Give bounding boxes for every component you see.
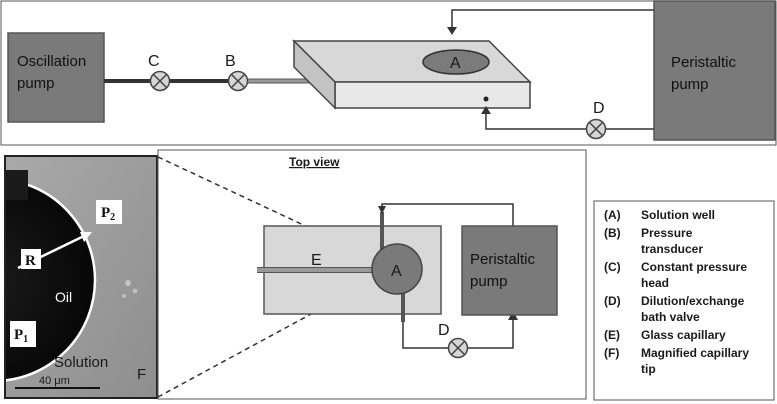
top-view-panel: Top view E A D Peristaltic pump	[157, 149, 587, 400]
oscillation-pump-box	[7, 32, 105, 123]
outlet-port	[483, 96, 489, 102]
valve-b: B	[225, 53, 249, 92]
peristaltic-pump-top-view-label-2: pump	[470, 273, 508, 290]
legend-text: bath valve	[641, 310, 700, 324]
valve-d-top-view-label: D	[438, 322, 450, 339]
radius-arrow	[80, 232, 92, 242]
solution-label: Solution	[54, 354, 108, 371]
magnified-tip-label: F	[137, 366, 146, 383]
legend-key: (E)	[604, 328, 620, 342]
oscillation-pump-label-1: Oscillation	[17, 53, 86, 70]
peristaltic-pump-box	[653, 0, 776, 141]
legend-key: (F)	[604, 346, 619, 360]
peristaltic-pump-label-2: pump	[671, 76, 709, 93]
legend-text: Magnified capillary	[641, 346, 749, 360]
valve-d-label: D	[593, 100, 605, 117]
legend-key: (A)	[604, 208, 621, 222]
top-view-flow-in-arrow	[378, 206, 386, 214]
outlet-tube	[401, 285, 405, 322]
top-view-title: Top view	[289, 155, 340, 169]
solution-well	[371, 243, 423, 295]
bath-side	[293, 39, 336, 110]
legend-key: (C)	[604, 260, 621, 274]
top-frame	[0, 0, 777, 146]
capillary-shadow	[6, 170, 28, 200]
legend-text: Pressure	[641, 226, 693, 240]
peristaltic-pump-top-view-label-1: Peristaltic	[470, 251, 536, 268]
legend-text: Solution well	[641, 208, 715, 222]
flow-out-line	[485, 114, 586, 130]
valve-c: C	[148, 53, 171, 92]
p1-subscript: 1	[23, 334, 28, 345]
bath-front	[334, 81, 531, 109]
scale-label: 40 μm	[39, 375, 70, 387]
capillary-label: E	[311, 252, 322, 269]
p1-badge	[10, 321, 36, 347]
legend-text: head	[641, 276, 669, 290]
zoom-line-upper	[157, 156, 373, 258]
legend: (A) Solution well (B) Pressure transducer (C)…	[593, 200, 775, 401]
peristaltic-pump-label-1: Peristaltic	[671, 54, 737, 71]
p2-badge	[96, 200, 122, 224]
inlet-tube	[380, 212, 384, 252]
valve-b-label: B	[225, 53, 236, 70]
flow-in-arrow	[447, 27, 457, 35]
p1-label: P	[14, 327, 23, 343]
well-label-top: A	[450, 55, 461, 72]
top-setup: Oscillation pump C B A	[0, 0, 777, 146]
svg-text:P1: P1	[14, 327, 28, 345]
radius-badge	[21, 249, 41, 269]
legend-key: (B)	[604, 226, 621, 240]
valve-d-top: D	[585, 100, 607, 140]
flow-out-arrow	[481, 106, 491, 114]
legend-key: (D)	[604, 294, 621, 308]
top-view-flow-in	[381, 203, 514, 226]
svg-text:P2: P2	[101, 205, 115, 223]
legend-text: Constant pressure	[641, 260, 747, 274]
valve-c-label: C	[148, 53, 160, 70]
flow-in-line	[451, 9, 654, 27]
oscillation-pump-label-2: pump	[17, 75, 55, 92]
p2-subscript: 2	[110, 212, 115, 223]
legend-text: tip	[641, 362, 656, 376]
legend-text: transducer	[641, 242, 703, 256]
radius-label: R	[25, 253, 36, 269]
legend-box	[593, 200, 775, 401]
top-view-frame	[157, 149, 587, 400]
p2-label: P	[101, 205, 110, 221]
oil-label: Oil	[55, 289, 72, 305]
oscillation-pump: Oscillation pump	[7, 32, 105, 123]
top-view-flow-out	[402, 322, 448, 349]
well-label: A	[391, 263, 402, 280]
peristaltic-pump-top: Peristaltic pump	[653, 0, 776, 141]
legend-text: Dilution/exchange	[641, 294, 745, 308]
peristaltic-pump-top-view	[461, 225, 558, 316]
micrograph-panel: P2 P1 R Oil Solution F 40 μm	[4, 155, 158, 399]
solution-well-top	[422, 49, 490, 75]
bath-block: A	[292, 39, 532, 110]
valve-d-top-view: D	[438, 322, 469, 359]
legend-text: Glass capillary	[641, 328, 726, 342]
